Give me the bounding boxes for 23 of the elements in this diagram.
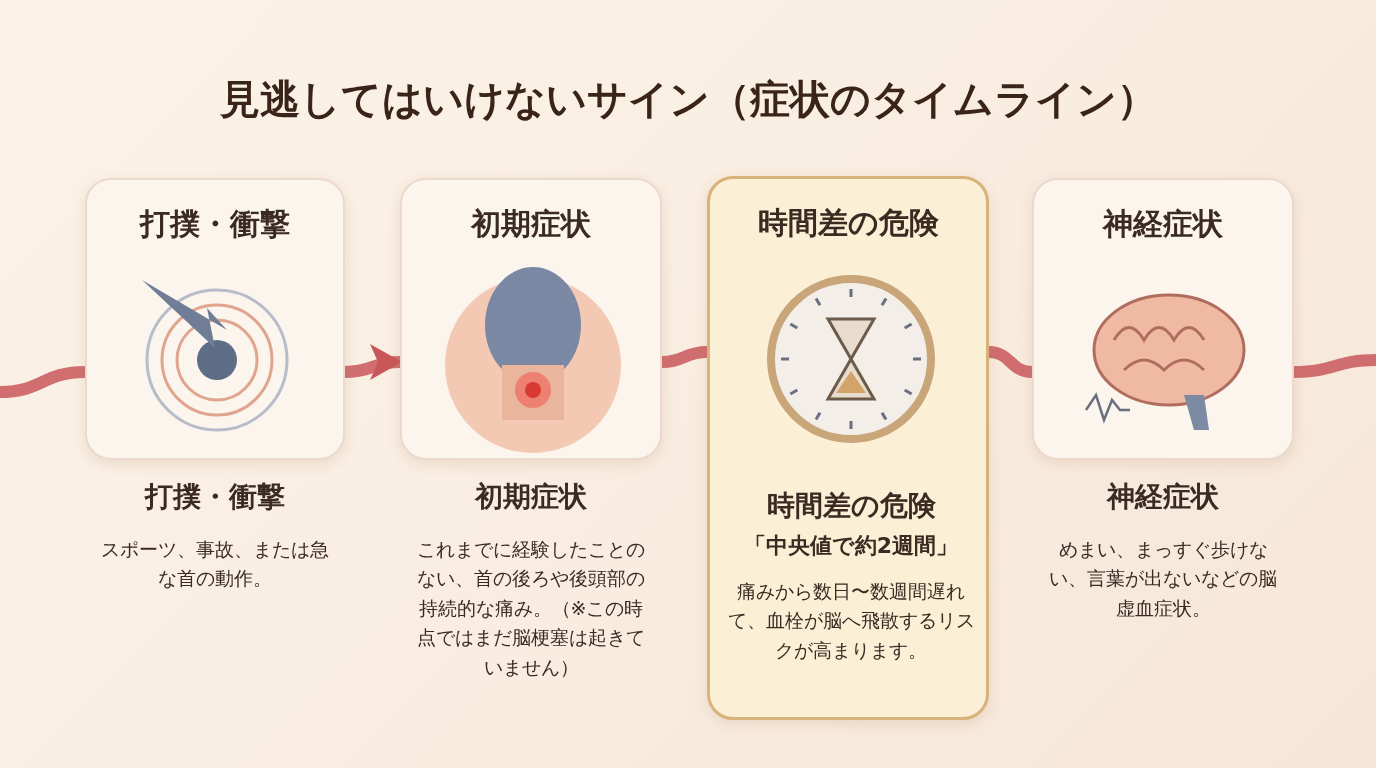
timeline-band	[0, 366, 86, 398]
step-heading: 神経症状	[1105, 479, 1220, 515]
arrow	[344, 344, 402, 381]
card-heading: 打撲・衝撃	[138, 205, 291, 243]
step-heading: 時間差の危険	[765, 488, 937, 524]
card-heading: 時間差の危険	[756, 204, 940, 242]
step-description: めまい、まっすぐ歩けない、言葉が出ないなどの脳虚血症状。	[1048, 537, 1278, 621]
card-heading: 初期症状	[469, 205, 592, 243]
step-description: 痛みから数日〜数週間遅れて、血栓が脳へ飛散するリスクが高まります。	[726, 579, 976, 663]
timeline-band	[988, 346, 1033, 378]
card	[85, 178, 345, 460]
timeline-band	[661, 346, 708, 368]
step-heading: 打撲・衝撃	[143, 479, 286, 515]
title: 見逃してはいけないサイン（症状のタイムライン）	[218, 74, 1158, 124]
card-heading: 神経症状	[1101, 205, 1224, 243]
step-description: これまでに経験したことのない、首の後ろや後頭部の持続的な痛み。（※この時点ではまだ脳梗塞は起きていません）	[416, 537, 646, 680]
timeline-band	[1293, 354, 1376, 378]
highlighted-card	[707, 176, 989, 720]
step-heading: 初期症状	[473, 479, 588, 515]
step-description: スポーツ、事故、または急な首の動作。	[100, 537, 330, 592]
card	[400, 178, 662, 460]
duration-highlight: 「中央値で約2週間」	[742, 532, 960, 560]
card	[1032, 178, 1294, 460]
